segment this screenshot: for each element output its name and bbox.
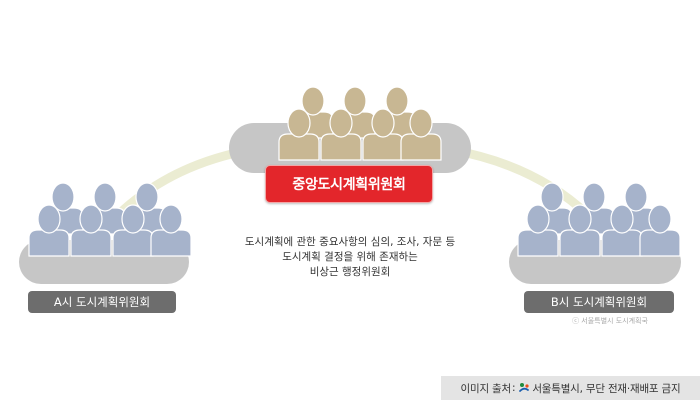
person-head (385, 86, 409, 116)
person-head (287, 108, 311, 138)
seoul-logo-icon (519, 383, 530, 392)
a-city-committee-label: A시 도시계획위원회 (28, 291, 176, 313)
person-head (582, 182, 606, 212)
person-head (409, 108, 433, 138)
person-body (601, 229, 643, 257)
person-head (329, 108, 353, 138)
person-head (37, 204, 61, 234)
person-body (559, 229, 601, 257)
person-head (343, 86, 367, 116)
person-body (28, 229, 70, 257)
copyright-notice: ⓒ 서울특별시 도시계획국 (572, 317, 648, 325)
person-body (362, 133, 404, 161)
connector-right (447, 145, 593, 220)
person-head (371, 108, 395, 138)
person-body (320, 133, 362, 161)
person-head (135, 182, 159, 212)
footer-notice: , 무단 전재·재배포 금지 (579, 382, 681, 395)
person-body (400, 133, 442, 161)
a-city-people-group (28, 182, 192, 257)
image-source-footer: 이미지 출처 : 서울특별시 , 무단 전재·재배포 금지 (441, 376, 700, 400)
person-head (79, 204, 103, 234)
person-body (70, 229, 112, 257)
person-head (51, 182, 75, 212)
person-body (112, 229, 154, 257)
person-head (540, 182, 564, 212)
committee-description: 도시계획에 관한 중요사항의 심의, 조사, 자문 등 도시계획 결정을 위해 … (200, 235, 500, 280)
description-line: 도시계획 결정을 위해 존재하는 (282, 251, 418, 263)
person-body (278, 133, 320, 161)
description-line: 비상근 행정위원회 (309, 266, 391, 278)
person-head (121, 204, 145, 234)
person-head (624, 182, 648, 212)
footer-prefix: 이미지 출처 (460, 382, 512, 395)
description-line: 도시계획에 관한 중요사항의 심의, 조사, 자문 등 (244, 236, 456, 248)
person-body (639, 229, 681, 257)
footer-source: 서울특별시 (532, 382, 580, 395)
b-city-people-group (517, 182, 681, 257)
person-head (610, 204, 634, 234)
person-head (648, 204, 672, 234)
person-head (93, 182, 117, 212)
person-body (150, 229, 192, 257)
central-people-group (278, 86, 442, 161)
person-head (568, 204, 592, 234)
b-city-committee-label: B시 도시계획위원회 (524, 291, 674, 313)
person-head (159, 204, 183, 234)
person-head (301, 86, 325, 116)
footer-colon: : (511, 382, 516, 394)
central-committee-label: 중앙도시계획위원회 (265, 165, 433, 203)
person-head (526, 204, 550, 234)
person-body (517, 229, 559, 257)
